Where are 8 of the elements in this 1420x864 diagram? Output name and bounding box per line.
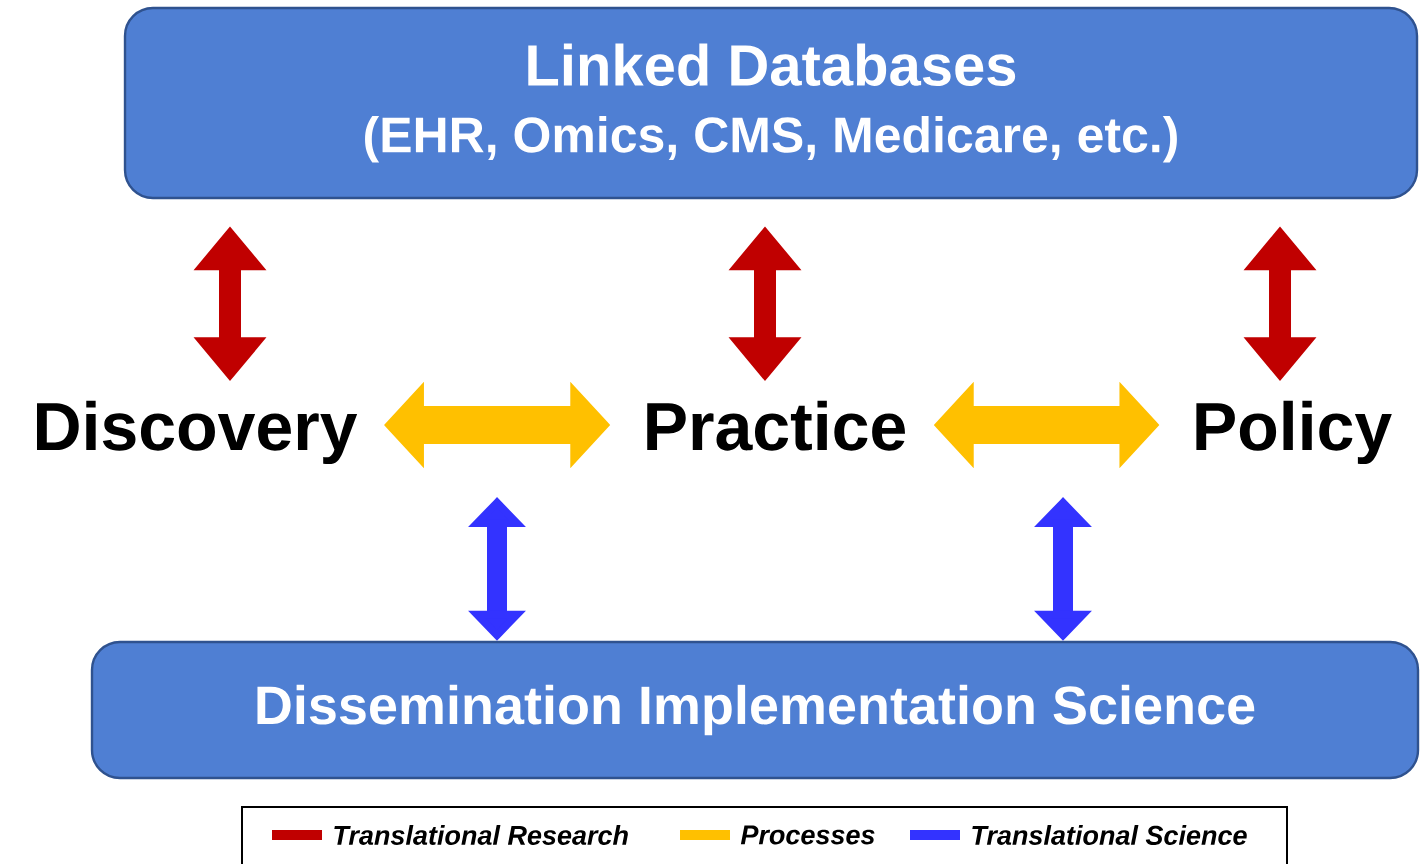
legend-label: Translational Research (334, 825, 628, 845)
stage-label: Discovery (37, 400, 358, 465)
legend-label: Processes (740, 825, 875, 845)
database-box: Linked Databases (EHR, Omics, CMS, Medicare, etc.) (123, 6, 1419, 200)
science-box: Dissemination Implementation Science (90, 640, 1420, 780)
legend-label: Translational Science (972, 825, 1247, 845)
stage-label: Practice (647, 400, 905, 451)
stage-label: Policy (1196, 400, 1392, 465)
